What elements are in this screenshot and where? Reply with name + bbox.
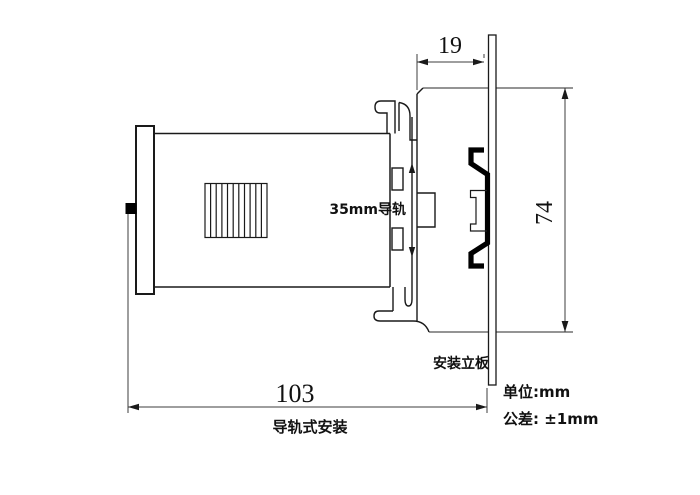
rail-locking-tab <box>417 192 436 228</box>
rear-cover-edges <box>423 87 573 333</box>
rail-channel-bracket <box>469 189 487 232</box>
dim-103-value: 103 <box>275 379 315 408</box>
top-latch-hook <box>374 100 417 141</box>
dim-74-value: 74 <box>532 201 558 225</box>
vent-grille <box>204 182 268 239</box>
device-body <box>154 132 391 288</box>
front-bezel <box>135 125 155 295</box>
dim-19-arrows <box>417 58 484 66</box>
dim-103-arrows <box>128 403 487 411</box>
unit-note: 单位:mm <box>503 383 571 401</box>
din-rail-profile <box>468 147 491 269</box>
dim-103-lines <box>127 214 488 413</box>
dim-74-arrows <box>561 88 569 332</box>
bottom-latch-lever <box>373 287 430 333</box>
dim-19-lines <box>416 54 485 90</box>
bezel-front-nub <box>125 203 137 214</box>
dim-19-value: 19 <box>438 33 462 59</box>
rail-height-arrows <box>408 163 416 257</box>
rail-label: 35mm导轨 <box>329 202 406 218</box>
mounting-plate-label: 安装立板 <box>433 356 489 372</box>
rear-housing <box>391 87 436 321</box>
rail-clip-top <box>391 167 404 191</box>
tolerance-note: 公差: ±1mm <box>503 410 599 428</box>
rail-clip-bottom <box>391 227 404 251</box>
mount-type-label: 导轨式安装 <box>272 418 348 436</box>
